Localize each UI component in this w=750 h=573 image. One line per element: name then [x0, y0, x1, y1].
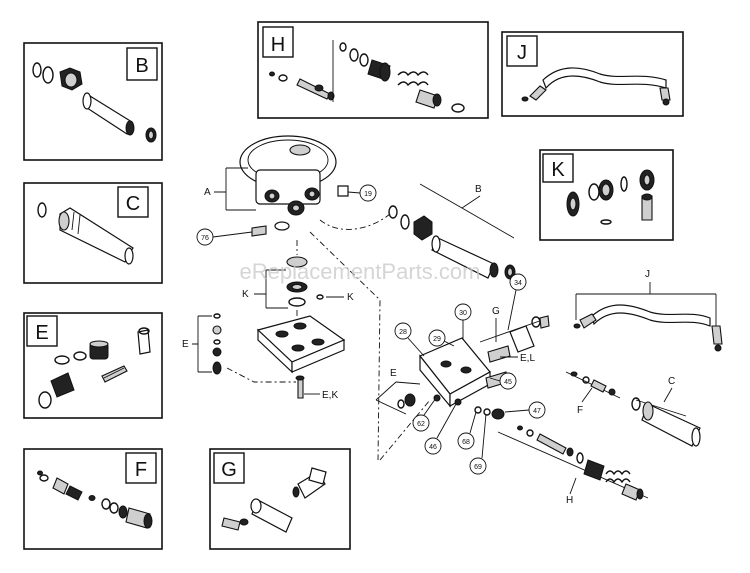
main-assembly: A 19 76 B K K — [182, 135, 723, 506]
callout-62: 62 — [417, 421, 425, 428]
inset-c: C — [23, 182, 163, 284]
inset-k-label: K — [551, 159, 565, 181]
inset-k: K — [539, 149, 674, 241]
inset-c-label: C — [126, 193, 140, 215]
valve-body — [419, 337, 511, 408]
inset-j-label: J — [517, 42, 527, 64]
label-el: E,L — [520, 353, 535, 364]
label-k-left: K — [242, 289, 249, 300]
inset-g: G — [209, 448, 351, 550]
inset-h: H — [257, 21, 489, 119]
callout-76: 76 — [201, 235, 209, 242]
inset-b-parts — [32, 62, 157, 143]
callout-19: 19 — [364, 191, 372, 198]
pump-manifold — [239, 135, 349, 231]
label-e-main: E — [390, 368, 397, 379]
inset-j-parts — [521, 67, 671, 106]
callout-34: 34 — [514, 280, 522, 287]
inset-f-parts — [37, 470, 153, 529]
inset-e-parts — [38, 327, 151, 409]
inset-e: E — [23, 312, 163, 419]
inset-g-label: G — [221, 459, 237, 481]
inset-h-parts — [269, 40, 465, 113]
inset-j: J — [501, 31, 684, 117]
callout-29: 29 — [433, 336, 441, 343]
inset-f: F — [23, 448, 163, 550]
crankcase — [256, 315, 346, 374]
callout-46: 46 — [429, 444, 437, 451]
label-ek: E,K — [322, 390, 338, 401]
inset-h-label: H — [271, 34, 285, 56]
inset-b: B — [23, 42, 163, 161]
callout-45: 45 — [504, 379, 512, 386]
callout-47: 47 — [533, 408, 541, 415]
callout-68: 68 — [462, 439, 470, 446]
inset-b-label: B — [135, 55, 148, 77]
inset-f-label: F — [135, 459, 147, 481]
callout-28: 28 — [399, 329, 407, 336]
label-g-main: G — [492, 306, 500, 317]
label-k-right: K — [347, 292, 354, 303]
callout-69: 69 — [474, 464, 482, 471]
inset-e-label: E — [35, 322, 48, 344]
inset-g-parts — [221, 467, 327, 533]
label-b-main: B — [475, 184, 482, 195]
inset-c-parts — [37, 202, 134, 265]
label-a: A — [204, 187, 211, 198]
label-f-main: F — [577, 405, 583, 416]
callout-30: 30 — [459, 310, 467, 317]
label-h-main: H — [566, 495, 573, 506]
label-c-main: C — [668, 376, 675, 387]
watermark: eReplacementParts.com — [240, 259, 481, 284]
label-j-main: J — [645, 269, 650, 280]
inset-k-parts — [566, 169, 655, 225]
label-e-left: E — [182, 339, 189, 350]
